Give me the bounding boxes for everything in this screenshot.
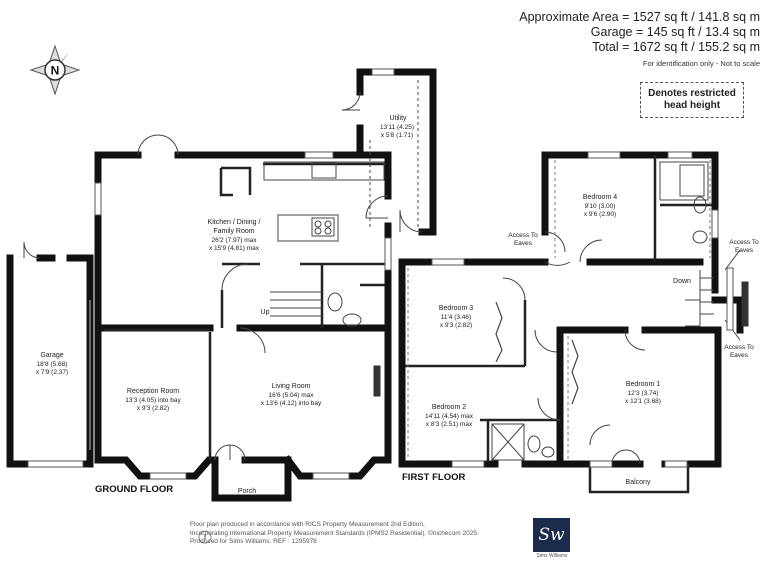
agent-logo-caption: Sims Williams	[536, 553, 568, 559]
rics-mark-icon	[198, 530, 212, 544]
garage-name: Garage	[40, 352, 63, 359]
bedroom3-dim1: 11'4 (3.46)	[441, 314, 471, 321]
ground-floor-inner-walls	[104, 162, 385, 460]
kitchen-dim1: 26'2 (7.97) max	[212, 237, 258, 244]
balcony-name: Balcony	[626, 479, 651, 486]
total-area: Total = 1672 sq ft / 155.2 sq m	[592, 40, 760, 54]
porch-name: Porch	[238, 488, 256, 495]
eaves-top-left-line1: Access To	[508, 232, 538, 239]
bedroom2-name: Bedroom 2	[432, 404, 466, 411]
bedroom3-dim2: x 9'3 (2.82)	[440, 322, 472, 329]
approximate-area: Approximate Area = 1527 sq ft / 141.8 sq…	[519, 10, 760, 24]
reception-dim2: x 9'3 (2.82)	[137, 405, 169, 412]
garage-area: Garage = 145 sq ft / 13.4 sq m	[590, 25, 760, 39]
area-summary: Approximate Area = 1527 sq ft / 141.8 sq…	[519, 10, 760, 68]
utility-dim1: 13'11 (4.25)	[380, 124, 414, 131]
ground-floor-fixtures	[23, 68, 423, 480]
first-floor-fixtures	[431, 151, 749, 468]
stairs-up-label: Up	[261, 309, 270, 316]
footer-line-3: Produced for Sims Williams. REF : 129597…	[190, 538, 317, 545]
stairs-down-label: Down	[673, 278, 691, 285]
bedroom2-dim1: 14'11 (4.54) max	[425, 413, 474, 420]
reception-dim1: 13'3 (4.05) into bay	[125, 397, 181, 404]
first-floor-title: FIRST FLOOR	[402, 472, 465, 483]
living-dim1: 16'6 (5.04) max	[269, 392, 315, 399]
bedroom4-dim2: x 9'6 (2.90)	[584, 211, 616, 218]
eaves-bottom-right-line2: Eaves	[730, 352, 749, 359]
compass-north-label: N	[51, 64, 60, 78]
eaves-bottom-right-line1: Access To	[724, 344, 754, 351]
utility-dim2: x 5'8 (1.71)	[381, 132, 413, 139]
living-name: Living Room	[272, 383, 311, 390]
bedroom4-dim1: 9'10 (3.00)	[585, 203, 616, 210]
north-compass-icon: N	[29, 44, 81, 96]
agent-logo: Sw	[533, 518, 570, 552]
reception-name: Reception Room	[127, 388, 179, 395]
bedroom3-name: Bedroom 3	[439, 305, 473, 312]
bedroom1-dim1: 12'3 (3.74)	[628, 390, 659, 397]
kitchen-name2: Family Room	[213, 228, 254, 235]
footer-credits: Floor plan produced in accordance with R…	[190, 521, 530, 547]
bedroom1-dim2: x 12'1 (3.68)	[625, 398, 661, 405]
living-dim2: x 13'6 (4.12) into bay	[261, 400, 322, 407]
eaves-top-right-line1: Access To	[729, 239, 759, 246]
garage-dim2: x 7'9 (2.37)	[36, 369, 68, 376]
footer-line-1: Floor plan produced in accordance with R…	[190, 521, 425, 528]
eaves-top-right-line2: Eaves	[735, 247, 754, 254]
identification-note: For identification only - Not to scale	[642, 59, 760, 68]
bedroom1-name: Bedroom 1	[626, 381, 660, 388]
kitchen-dim2: x 15'9 (4.81) max	[209, 245, 260, 252]
bedroom2-dim2: x 8'3 (2.51) max	[426, 421, 473, 428]
restricted-height-zones	[407, 160, 711, 460]
first-floor-inner-walls	[405, 155, 712, 494]
kitchen-name: Kitchen / Dining /	[208, 219, 261, 226]
footer-line-2: Incorporating International Property Mea…	[190, 529, 479, 537]
eaves-top-left-line2: Eaves	[514, 240, 533, 247]
restricted-height-text: Denotes restricted head height	[648, 88, 736, 111]
utility-name: Utility	[389, 115, 407, 122]
bedroom4-name: Bedroom 4	[583, 194, 617, 201]
restricted-height-legend: Denotes restricted head height	[640, 82, 744, 118]
garage-dim1: 18'8 (5.68)	[37, 361, 68, 368]
ground-floor-title: GROUND FLOOR	[95, 484, 173, 495]
